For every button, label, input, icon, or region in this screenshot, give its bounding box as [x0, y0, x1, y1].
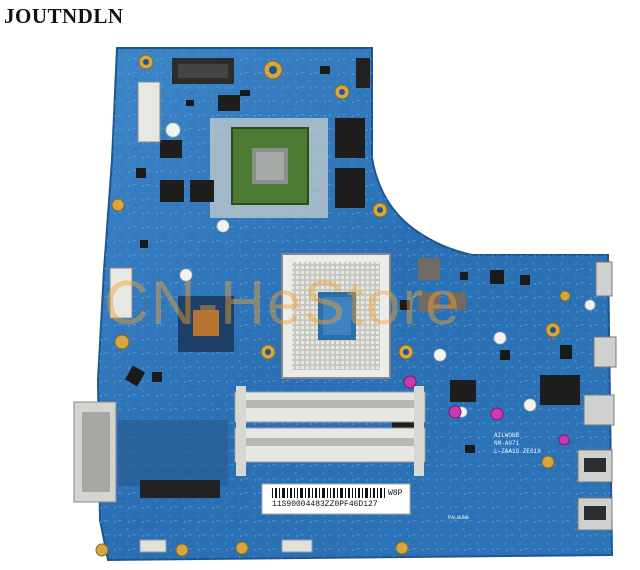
silkscreen-rev: NM-A071: [494, 440, 520, 447]
dc-jack: [595, 261, 613, 297]
silkscreen-model: AILWONB: [494, 432, 520, 439]
silkscreen-id: L-ZAA1G ZE01X: [494, 448, 541, 455]
sticker-code: W8P: [388, 489, 403, 498]
hdmi-port: [583, 394, 615, 426]
small-board-label: PALWUNB: [448, 515, 470, 521]
store-watermark: CN-HeStore: [104, 269, 462, 338]
mini-pcie-slot: [140, 480, 220, 498]
lan-port: [593, 336, 617, 368]
sticker-serial: 11S90004483ZZ0PF46D127: [272, 500, 378, 509]
brand-watermark: JOUTNDLN: [4, 4, 124, 28]
